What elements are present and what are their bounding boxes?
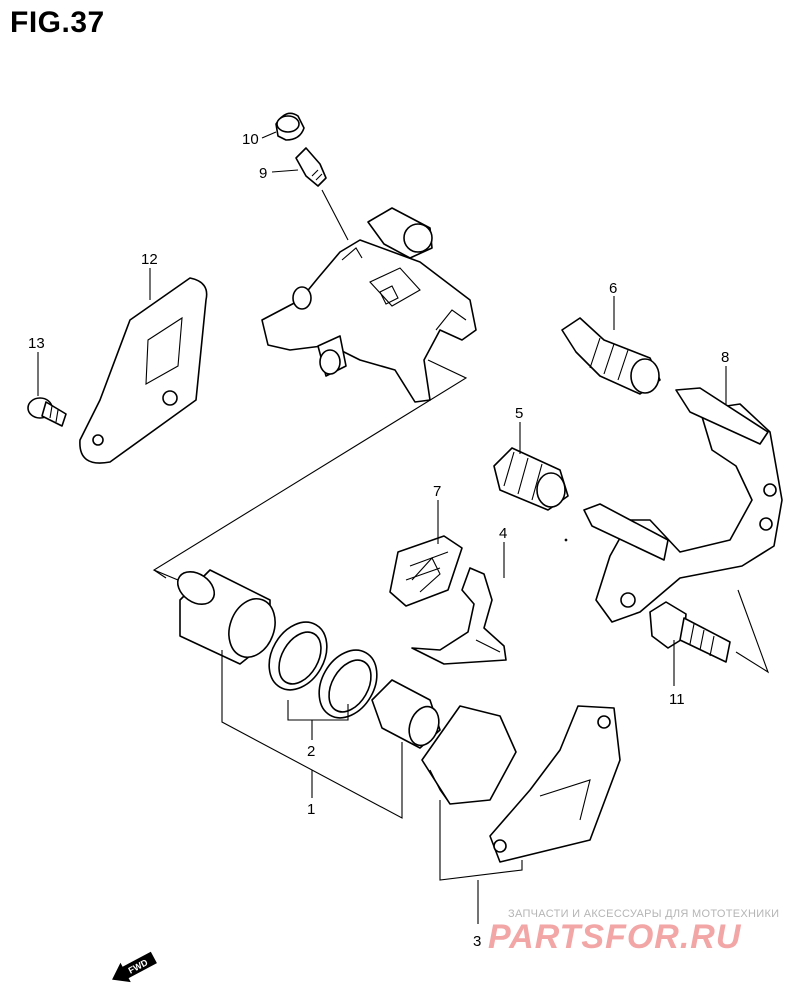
callout-5: 5 xyxy=(515,405,523,422)
callout-labels: 10 9 12 13 6 8 5 7 4 11 2 1 3 xyxy=(28,131,729,950)
callout-2: 2 xyxy=(307,743,315,760)
callout-9: 9 xyxy=(259,165,267,182)
mounting-plate xyxy=(79,277,208,464)
pin-boot-lower xyxy=(493,447,569,511)
brake-pad-shim xyxy=(489,705,621,863)
brake-pad xyxy=(421,705,517,805)
bracket-bolt xyxy=(649,601,731,663)
caliper-bracket xyxy=(583,387,783,623)
callout-6: 6 xyxy=(609,280,617,297)
figure-title: FIG.37 xyxy=(10,6,105,39)
callout-1: 1 xyxy=(307,801,315,818)
piston-seals xyxy=(268,621,378,719)
watermark: ЗАПЧАСТИ И АКСЕССУАРЫ ДЛЯ МОТОТЕХНИКИ PA… xyxy=(488,908,779,956)
callout-10: 10 xyxy=(242,131,259,148)
caliper-plug xyxy=(371,679,441,749)
callout-7: 7 xyxy=(433,483,441,500)
pad-retainer xyxy=(411,567,507,665)
leader-lines xyxy=(37,131,727,924)
forward-direction-marker: FWD xyxy=(112,951,157,983)
caliper-body xyxy=(261,207,477,403)
watermark-tagline: ЗАПЧАСТИ И АКСЕССУАРЫ ДЛЯ МОТОТЕХНИКИ xyxy=(508,908,779,920)
pad-spring xyxy=(389,535,463,607)
callout-13: 13 xyxy=(28,335,45,352)
plate-bolt xyxy=(27,397,67,427)
watermark-logo: PARTSFOR.RU xyxy=(488,918,742,956)
bleeder-valve xyxy=(295,147,349,241)
piston xyxy=(176,569,276,665)
callout-11: 11 xyxy=(669,691,685,708)
bleeder-cap xyxy=(275,112,305,141)
callout-8: 8 xyxy=(721,349,729,366)
callout-4: 4 xyxy=(499,525,507,542)
assembly-outline-caliper xyxy=(152,359,468,586)
assembly-outline-bracket xyxy=(735,589,770,674)
callout-3: 3 xyxy=(473,933,481,950)
pin-boot-upper xyxy=(561,317,661,395)
callout-12: 12 xyxy=(141,251,158,268)
